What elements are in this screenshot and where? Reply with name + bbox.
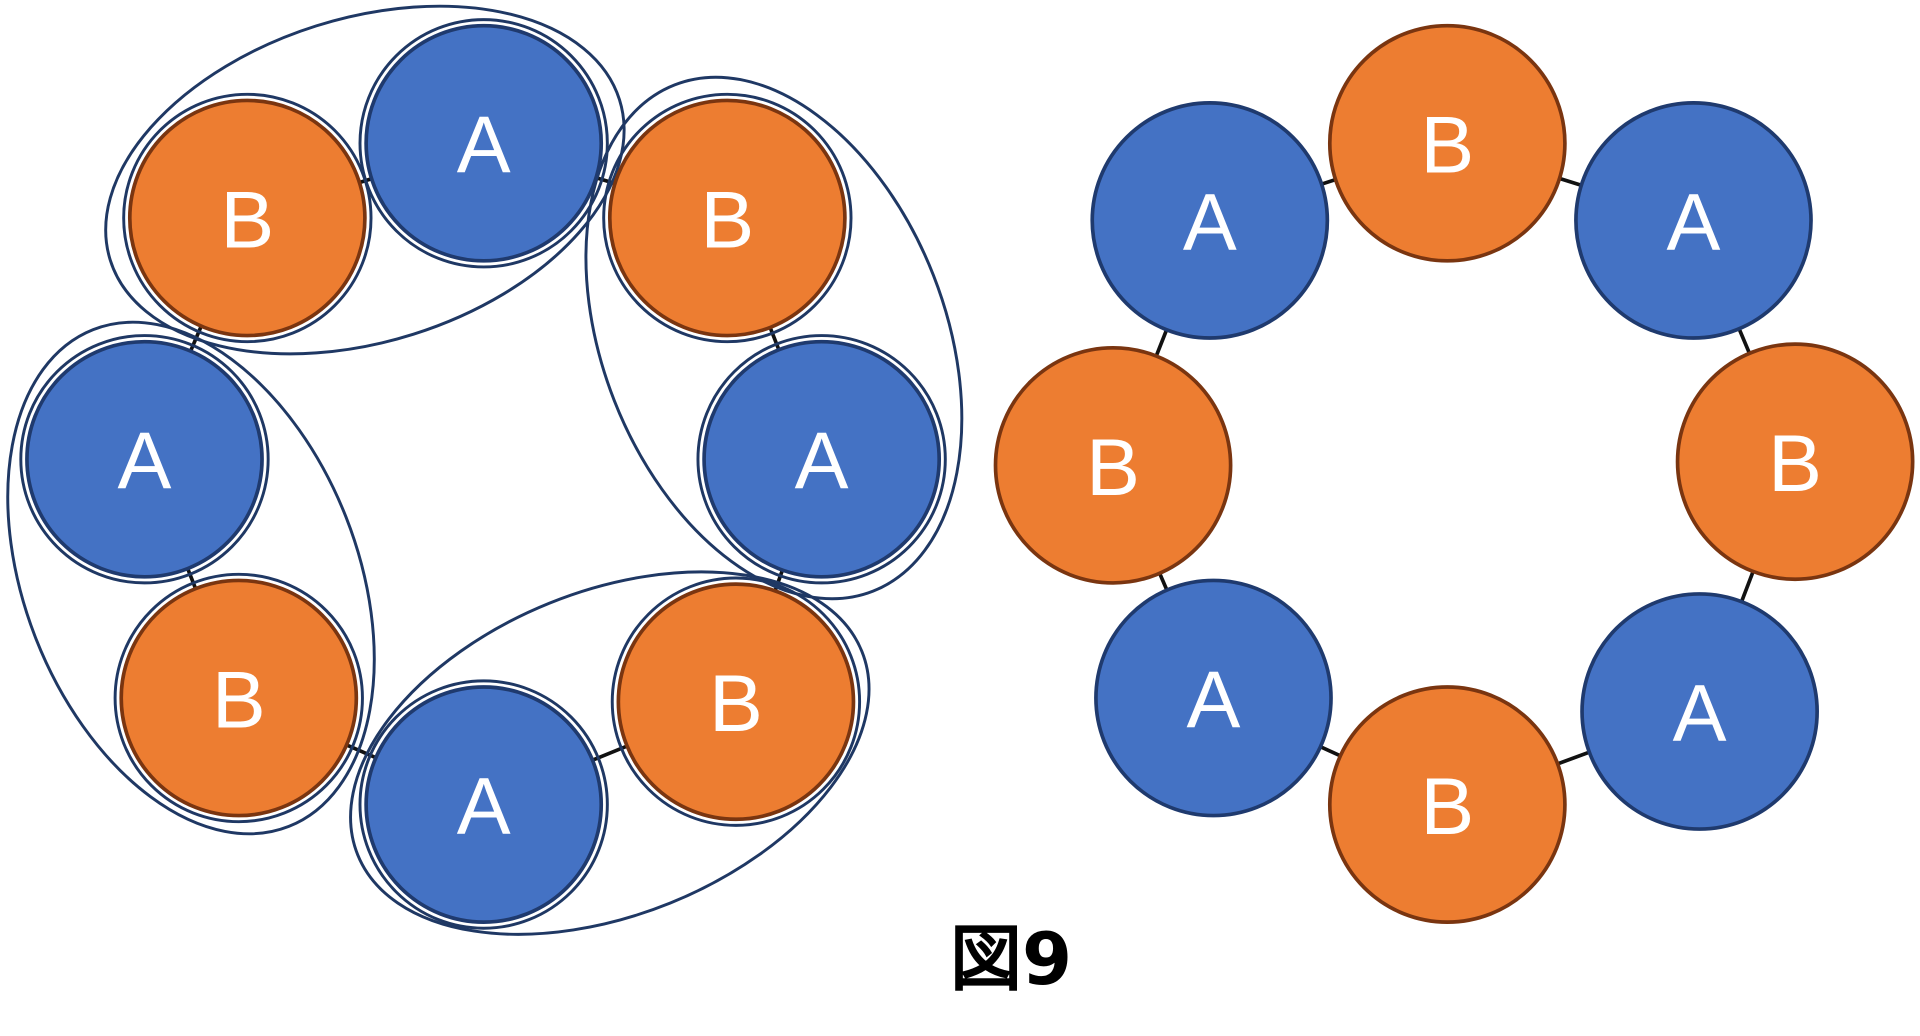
node-circle xyxy=(127,98,367,338)
node-circle xyxy=(1327,23,1567,263)
node-label: A xyxy=(457,101,511,191)
node-circle xyxy=(1090,101,1330,340)
pair-group-outline xyxy=(584,75,964,601)
node-circle xyxy=(607,98,847,338)
pair-group-inner-outline xyxy=(358,679,609,930)
right-ring-node-a: A xyxy=(1580,592,1819,831)
node-circle xyxy=(119,578,359,818)
node-circle xyxy=(1094,578,1333,818)
left-ring-node-b: B xyxy=(127,98,367,338)
node-label: B xyxy=(1086,423,1140,513)
nodes: A B B A A B B A A B A B B A B A xyxy=(25,23,1915,924)
node-circle xyxy=(702,339,942,579)
node-circle xyxy=(25,339,264,579)
right-ring-node-a: A xyxy=(1090,101,1330,340)
node-label: B xyxy=(700,175,754,265)
pair-group-outline xyxy=(6,320,376,836)
right-ring-node-a: A xyxy=(1574,101,1813,340)
node-circle xyxy=(616,582,856,822)
node-circle xyxy=(364,685,604,924)
right-ring-node-a: A xyxy=(1094,578,1333,818)
left-ring-node-b: B xyxy=(607,98,847,338)
node-circle xyxy=(993,345,1233,585)
node-circle xyxy=(1574,101,1813,340)
node-circle xyxy=(364,23,604,263)
left-ring-node-b: B xyxy=(119,578,359,818)
node-label: B xyxy=(220,175,274,265)
pair-group-inner-outline xyxy=(696,334,947,585)
pair-group-outline xyxy=(349,570,871,936)
node-label: B xyxy=(709,659,763,749)
right-ring-node-b: B xyxy=(1327,23,1567,263)
figure-caption: 図9 xyxy=(950,917,1073,1001)
left-ring-node-a: A xyxy=(364,685,604,924)
node-label: B xyxy=(1420,762,1474,852)
pair-group-inner-outline xyxy=(19,334,270,585)
group-outlines xyxy=(6,4,964,936)
pair-group-inner-outline xyxy=(602,92,853,344)
right-ring-node-b: B xyxy=(1327,685,1567,924)
node-label: A xyxy=(1187,655,1241,745)
pair-group-inner-outline xyxy=(358,18,609,269)
left-ring-node-a: A xyxy=(25,339,264,579)
pair-group-inner-outline xyxy=(122,92,373,344)
left-ring-node-b: B xyxy=(616,582,856,822)
pair-group-outline xyxy=(104,4,626,356)
node-circle xyxy=(1327,685,1567,924)
node-label: A xyxy=(457,762,511,852)
left-ring-node-a: A xyxy=(702,339,942,579)
left-ring-node-a: A xyxy=(364,23,604,263)
node-circle xyxy=(1580,592,1819,831)
node-label: A xyxy=(1183,178,1237,268)
pair-group-inner-outline xyxy=(113,572,364,824)
node-circle xyxy=(1675,342,1915,582)
right-ring-node-b: B xyxy=(993,345,1233,585)
node-label: A xyxy=(118,417,172,507)
pair-group-inner-outline xyxy=(610,576,862,827)
node-label: A xyxy=(1673,669,1727,759)
node-label: B xyxy=(1420,101,1474,191)
node-label: A xyxy=(1667,178,1721,268)
edges xyxy=(142,141,1797,807)
node-label: B xyxy=(212,655,266,745)
node-label: A xyxy=(795,417,849,507)
node-label: B xyxy=(1768,419,1822,509)
right-ring-node-b: B xyxy=(1675,342,1915,582)
